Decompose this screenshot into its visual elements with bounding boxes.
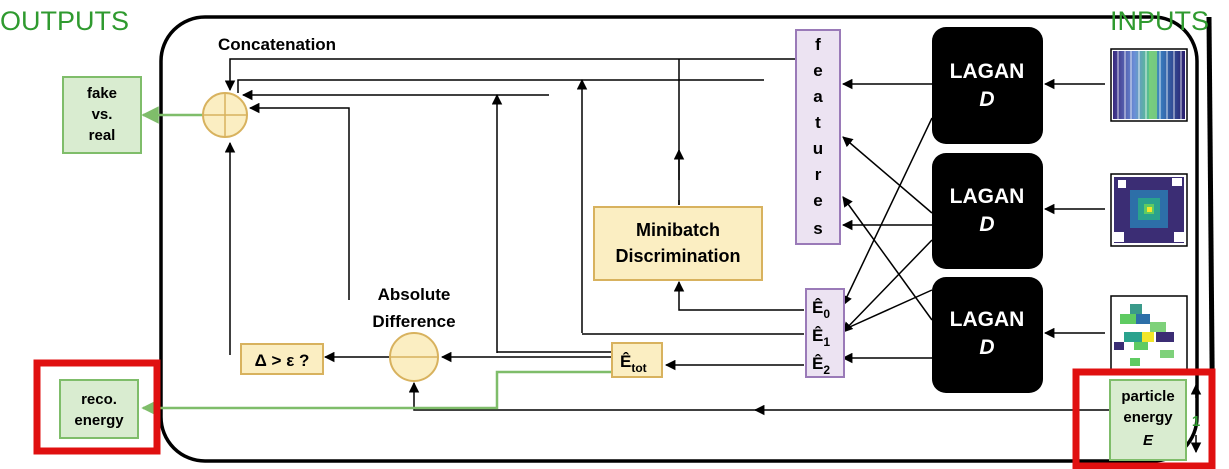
lagan-3-name: LAGAN <box>950 308 1025 331</box>
minibatch-discrimination-box: Minibatch Discrimination <box>594 207 762 280</box>
arrow-lagan2-e1 <box>843 240 932 332</box>
arrow-features-to-concat <box>230 59 795 90</box>
input-image-layer-1 <box>1111 49 1187 121</box>
features-letter-2: a <box>813 87 823 106</box>
fake-vs-real-line2: vs. <box>92 106 113 123</box>
arrow-e0-minibatch <box>679 282 804 310</box>
fake-vs-real-line3: real <box>89 127 116 144</box>
arrow-lagan1-e0 <box>843 118 932 305</box>
outputs-title: OUTPUTS <box>0 6 129 36</box>
concatenation-node <box>203 93 247 137</box>
input-image-layer-3 <box>1111 296 1187 370</box>
absolute-difference-line1: Absolute <box>378 285 451 304</box>
inputs-title: INPUTS <box>1110 6 1209 36</box>
threshold-label: Δ > ε ? <box>255 351 310 370</box>
e-tot-box: Êtot <box>612 343 662 377</box>
lagan-2-name: LAGAN <box>950 185 1025 208</box>
particle-energy-input: particle energy E <box>1110 380 1186 460</box>
lagan-block-2: LAGAN D <box>932 153 1043 269</box>
features-letter-1: e <box>813 61 822 80</box>
features-letter-6: e <box>813 191 822 210</box>
particle-factor: 1 <box>1192 413 1200 430</box>
arrow-absdiff-up <box>250 108 349 300</box>
input-image-layer-2 <box>1111 174 1187 246</box>
lagan-1-d: D <box>979 88 994 111</box>
particle-factor-indicator: 1 <box>1192 385 1200 452</box>
lagan-2-d: D <box>979 213 994 236</box>
particle-energy-line3: E <box>1143 432 1154 449</box>
threshold-box: Δ > ε ? <box>241 344 323 374</box>
concatenation-label: Concatenation <box>218 35 336 54</box>
lagan-block-1: LAGAN D <box>932 27 1043 144</box>
minibatch-line1: Minibatch <box>636 220 720 240</box>
features-column: f e a t u r e s <box>796 30 840 244</box>
lagan-3-d: D <box>979 336 994 359</box>
arrow-etot-recoenergy <box>143 372 612 408</box>
reco-energy-line2: energy <box>74 412 124 429</box>
features-letter-4: u <box>813 139 823 158</box>
minibatch-line2: Discrimination <box>615 246 740 266</box>
arrow-lagan2-features-diag <box>843 137 932 213</box>
particle-energy-line1: particle <box>1121 388 1174 405</box>
features-letter-3: t <box>815 113 821 132</box>
reco-energy-line1: reco. <box>81 391 117 408</box>
lagan-block-3: LAGAN D <box>932 277 1043 393</box>
absolute-difference-line2: Difference <box>372 312 455 331</box>
arrow-lagan3-features <box>843 197 932 320</box>
fake-vs-real-output: fake vs. real <box>63 77 141 153</box>
particle-energy-line2: energy <box>1123 409 1173 426</box>
lagan-1-name: LAGAN <box>950 60 1025 83</box>
features-letter-0: f <box>815 35 821 54</box>
arrow-lagan3-e1 <box>843 290 932 330</box>
features-letter-5: r <box>815 165 822 184</box>
reco-energy-output: reco. energy <box>60 380 138 438</box>
energy-estimates-column: Ê0 Ê1 Ê2 <box>806 289 844 377</box>
arrow-e-to-concat-a <box>238 80 764 93</box>
fake-vs-real-line1: fake <box>87 85 117 102</box>
features-letter-7: s <box>813 219 822 238</box>
absolute-difference-node <box>390 333 438 381</box>
